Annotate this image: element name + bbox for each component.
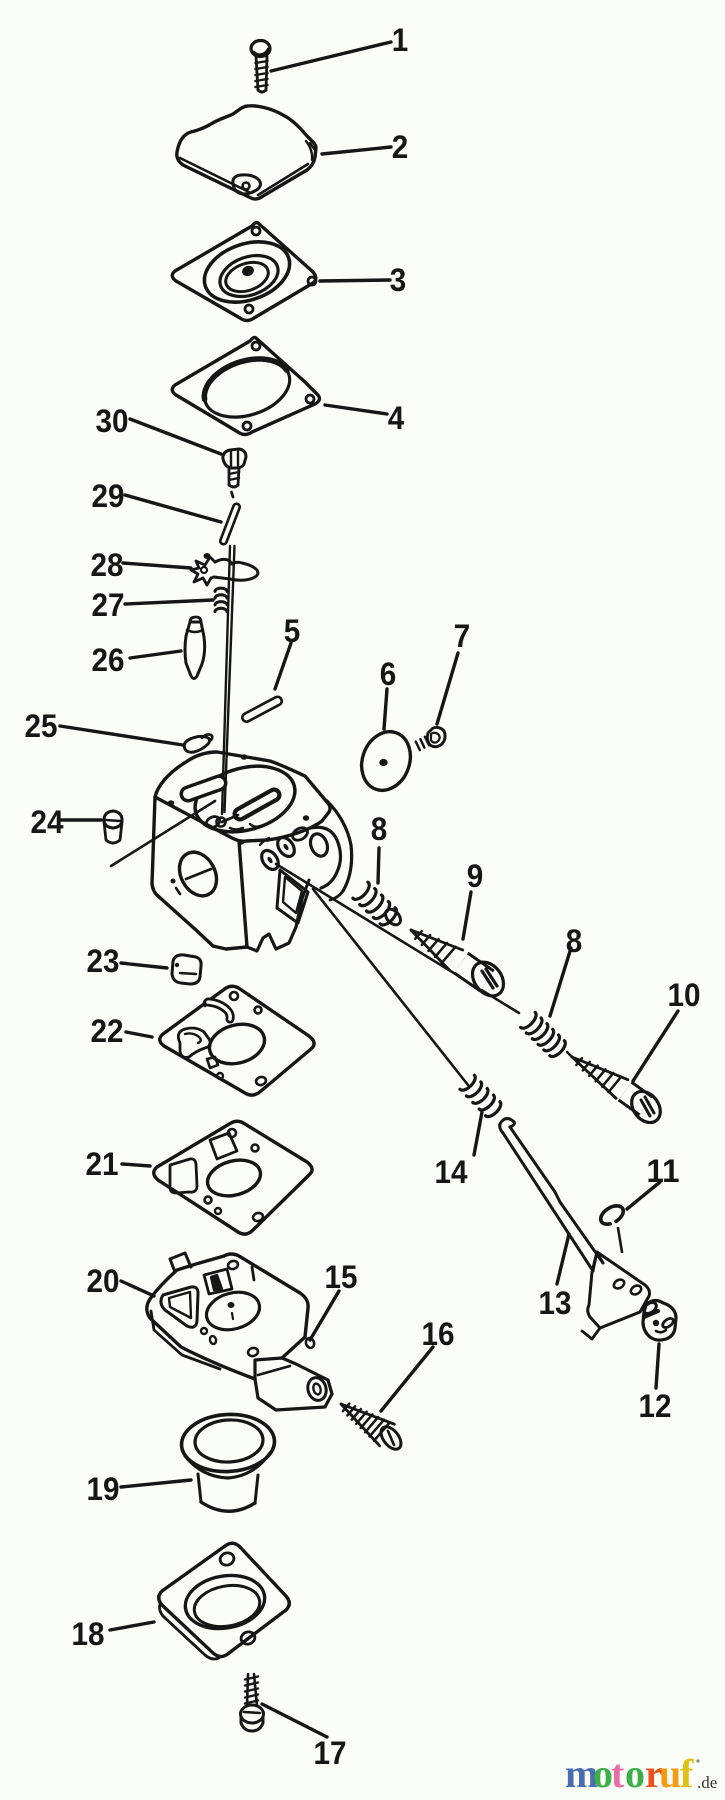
svg-text:18: 18 bbox=[72, 1616, 105, 1652]
svg-text:o: o bbox=[625, 1751, 645, 1796]
svg-text:15: 15 bbox=[325, 1259, 358, 1295]
svg-text:22: 22 bbox=[91, 1013, 124, 1049]
svg-text:5: 5 bbox=[284, 613, 301, 649]
svg-text:2: 2 bbox=[392, 129, 409, 165]
svg-text:10: 10 bbox=[668, 977, 701, 1013]
svg-text:23: 23 bbox=[87, 943, 120, 979]
svg-text:7: 7 bbox=[454, 618, 471, 654]
svg-text:14: 14 bbox=[435, 1154, 468, 1190]
svg-text:u: u bbox=[659, 1751, 681, 1796]
svg-text:m: m bbox=[565, 1751, 598, 1796]
svg-text:20: 20 bbox=[87, 1263, 120, 1299]
svg-text:o: o bbox=[593, 1751, 613, 1796]
svg-text:.de: .de bbox=[697, 1773, 717, 1792]
svg-text:25: 25 bbox=[25, 708, 58, 744]
svg-text:8: 8 bbox=[371, 811, 388, 847]
svg-text:19: 19 bbox=[87, 1471, 120, 1507]
svg-text:28: 28 bbox=[91, 547, 124, 583]
svg-text:27: 27 bbox=[92, 587, 125, 623]
svg-text:3: 3 bbox=[390, 262, 407, 298]
svg-text:17: 17 bbox=[314, 1735, 347, 1771]
svg-text:6: 6 bbox=[380, 656, 397, 692]
svg-text:21: 21 bbox=[86, 1146, 119, 1182]
svg-text:t: t bbox=[611, 1751, 625, 1796]
svg-text:r: r bbox=[645, 1751, 663, 1796]
svg-text:12: 12 bbox=[639, 1388, 672, 1424]
svg-text:13: 13 bbox=[539, 1285, 572, 1321]
svg-text:11: 11 bbox=[647, 1153, 680, 1189]
svg-text:24: 24 bbox=[31, 804, 64, 840]
svg-text:4: 4 bbox=[388, 400, 405, 436]
svg-text:16: 16 bbox=[422, 1316, 455, 1352]
svg-text:f: f bbox=[680, 1751, 694, 1796]
svg-text:1: 1 bbox=[392, 22, 409, 58]
svg-text:9: 9 bbox=[467, 858, 484, 894]
svg-text:8: 8 bbox=[566, 923, 583, 959]
svg-text:26: 26 bbox=[92, 642, 125, 678]
svg-text:30: 30 bbox=[96, 403, 129, 439]
svg-text:29: 29 bbox=[92, 478, 125, 514]
